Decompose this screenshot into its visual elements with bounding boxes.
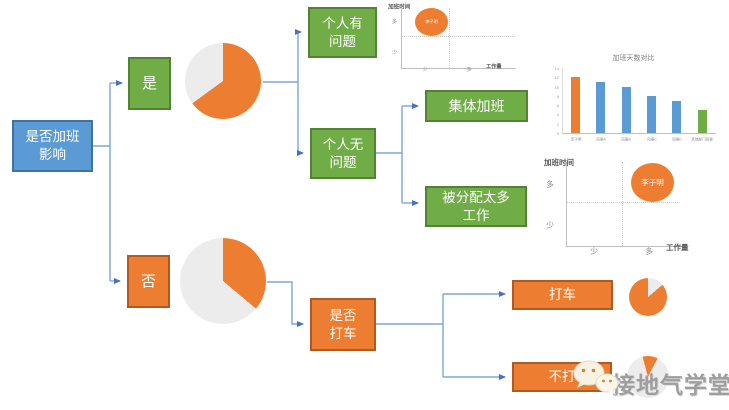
y-tick-high: 多 <box>391 18 398 25</box>
bar <box>571 77 581 133</box>
bar <box>596 81 606 133</box>
bar-x-label: 同事A <box>596 137 606 142</box>
assigned-too-much-node: 被分配太多 工作 <box>425 186 527 227</box>
axes-frame <box>401 8 516 69</box>
bar-slot: 同事C <box>640 68 664 142</box>
bar-y-tick: 6 <box>556 103 559 108</box>
personal-problem-node: 个人有 问题 <box>308 7 377 58</box>
dotted-hline <box>401 36 515 37</box>
bubble-label: 李子明 <box>641 178 664 187</box>
bar <box>672 100 682 133</box>
x-tick-high: 多 <box>645 247 653 256</box>
root-node-overtime-impact: 是否加班 影响 <box>12 120 93 172</box>
pie-chart-yes <box>185 43 261 119</box>
y-axis-label: 加班时间 <box>388 3 411 11</box>
bubble-label: 李子明 <box>425 20 438 25</box>
y-axis-label: 加班时间 <box>544 158 574 167</box>
y-tick-low: 少 <box>391 49 398 56</box>
x-tick-high: 多 <box>466 66 472 73</box>
y-tick-low: 少 <box>546 221 554 230</box>
bar-y-tick: 4 <box>556 112 559 118</box>
bar-slot: 其他部门同事 <box>690 68 714 142</box>
bar <box>697 109 707 133</box>
data-bubble: 李子明 <box>415 8 448 36</box>
dotted-vline <box>449 8 450 68</box>
scatter-chart-small: 加班时间 多 少 少 多 工作量 李子明 <box>386 1 518 77</box>
scatter-chart-big: 加班时间 多 少 少 多 工作量 李子明 <box>538 153 700 256</box>
data-bubble: 李子明 <box>631 163 674 202</box>
y-tick-high: 多 <box>546 180 554 189</box>
dotted-hline <box>566 202 680 203</box>
bar-chart-axes <box>562 68 716 134</box>
bar-y-tick: 2 <box>556 121 559 127</box>
bar-slot: 李子明 <box>564 68 588 142</box>
axes-frame <box>566 162 687 247</box>
bar-chart-bars: 李子明 同事A 同事B 同事C 同事D 其他部门同事 <box>563 68 715 142</box>
bar-chart-overtime-days: 加班天数对比 李子明 同事A 同事B 同事C 同事D 其他部门同事 0 2 4 6 8 10 12 14 <box>546 48 721 143</box>
pie-chart-no <box>180 238 266 324</box>
bar-chart-title: 加班天数对比 <box>612 55 655 62</box>
bar-slot: 同事D <box>665 68 689 142</box>
x-tick-low: 少 <box>422 66 428 73</box>
bar-x-label: 其他部门同事 <box>691 137 714 142</box>
bar-slot: 同事B <box>614 68 638 142</box>
bar-x-label: 同事B <box>621 137 632 142</box>
bar-x-label: 李子明 <box>570 137 582 142</box>
x-axis-label: 工作量 <box>666 243 689 252</box>
wechat-icon <box>573 360 619 395</box>
dotted-vline <box>622 162 623 246</box>
bar-y-tick: 10 <box>554 84 559 90</box>
bar <box>647 95 657 133</box>
bar-x-label: 同事D <box>672 137 682 142</box>
no-node: 否 <box>127 255 170 308</box>
bar-slot: 同事A <box>589 68 613 142</box>
personal-no-problem-node: 个人无 问题 <box>310 128 376 179</box>
bar <box>621 86 631 133</box>
bar-x-label: 同事C <box>646 137 657 142</box>
bar-y-tick: 8 <box>556 94 559 99</box>
taxi-node: 打车 <box>512 280 613 310</box>
group-overtime-node: 集体加班 <box>425 90 528 122</box>
yes-node: 是 <box>128 57 171 110</box>
bar-y-tick: 12 <box>554 75 559 81</box>
pie-chart-taxi <box>629 278 667 316</box>
x-axis-label: 工作量 <box>486 63 502 70</box>
pie-chart-no-taxi <box>627 356 669 398</box>
bar-y-tick: 0 <box>556 131 559 136</box>
x-tick-low: 少 <box>590 247 598 256</box>
taxi-question-node: 是否 打车 <box>310 298 376 351</box>
watermark-text: 接地气学堂 <box>612 372 729 398</box>
bar-y-tick: 14 <box>554 66 559 71</box>
